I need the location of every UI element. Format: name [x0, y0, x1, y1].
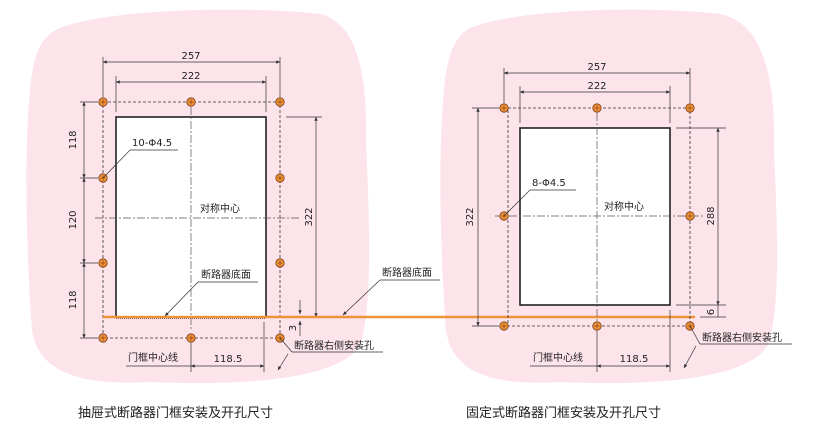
right-dim-222: 222 — [587, 81, 606, 92]
left-dim-222: 222 — [181, 71, 200, 82]
mount-hole-icon — [98, 97, 108, 107]
mount-hole-icon — [186, 97, 196, 107]
mount-hole-icon — [275, 173, 285, 183]
mount-hole-icon — [499, 321, 509, 331]
left-right-hole-label: 断路器右侧安装孔 — [294, 339, 374, 352]
left-dim-322: 322 — [304, 207, 315, 226]
mount-hole-icon — [592, 321, 602, 331]
left-dim-257: 257 — [181, 51, 200, 62]
right-dim-6: 6 — [706, 309, 717, 315]
right-breaker-face — [519, 127, 671, 306]
right-dim-118-5: 118.5 — [620, 354, 649, 365]
left-hole-label: 10-Φ4.5 — [132, 138, 172, 149]
left-dim-118-bottom: 118 — [68, 290, 79, 309]
right-hole-label: 8-Φ4.5 — [532, 178, 566, 189]
right-dim-257: 257 — [587, 62, 606, 73]
left-door-center-label: 门框中心线 — [128, 351, 178, 364]
right-drawing: 257 222 322 288 6 8-Φ4.5 对称中心 118.5 门框中心… — [465, 62, 792, 372]
mount-hole-icon — [186, 333, 196, 343]
left-dim-118-top: 118 — [68, 130, 79, 149]
left-dim-118-5: 118.5 — [214, 354, 243, 365]
mount-hole-icon — [98, 333, 108, 343]
mount-hole-icon — [275, 258, 285, 268]
mount-hole-icon — [685, 211, 695, 221]
left-center-label: 对称中心 — [200, 202, 240, 215]
left-drawing: 257 222 118 120 118 322 3 10-Φ4.5 对称中心 — [68, 51, 383, 372]
left-dim-120: 120 — [68, 210, 79, 229]
mount-hole-icon — [592, 103, 602, 113]
right-caption: 固定式断路器门框安装及开孔尺寸 — [466, 405, 661, 421]
mount-hole-icon — [685, 103, 695, 113]
left-caption: 抽屉式断路器门框安装及开孔尺寸 — [78, 405, 273, 421]
right-dim-288: 288 — [706, 206, 717, 225]
mount-hole-icon — [499, 103, 509, 113]
mount-hole-icon — [98, 258, 108, 268]
right-right-hole-label: 断路器右侧安装孔 — [702, 331, 782, 344]
middle-bottom-label: 断路器底面 — [382, 266, 432, 279]
right-door-center-label: 门框中心线 — [533, 351, 583, 364]
right-center-label: 对称中心 — [604, 200, 644, 213]
left-bottom-label: 断路器底面 — [201, 268, 251, 281]
middle-bottom-callout: 断路器底面 — [342, 266, 440, 316]
left-dim-3: 3 — [288, 325, 299, 331]
right-dim-322: 322 — [465, 207, 476, 226]
mount-hole-icon — [275, 97, 285, 107]
